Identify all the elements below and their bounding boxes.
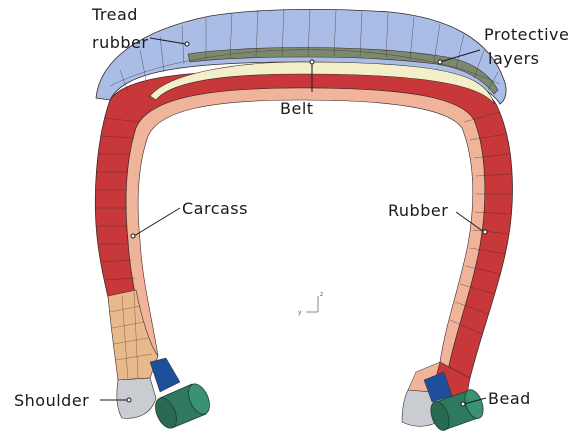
axis-indicator: z y [298, 291, 323, 316]
label-bead: Bead [488, 389, 531, 408]
left-shoulder-gray [117, 378, 156, 418]
left-bead-blue [150, 358, 180, 392]
label-shoulder: Shoulder [14, 391, 89, 410]
axis-horizontal-label: y [298, 309, 302, 316]
label-tread-line2: rubber [92, 33, 148, 52]
label-rubber: Rubber [388, 201, 448, 220]
label-protective-line1: Protective [484, 25, 569, 44]
inner-rubber-band [126, 88, 485, 370]
label-protective-line2: layers [488, 49, 539, 68]
label-belt: Belt [280, 99, 314, 118]
label-tread-line1: Tread [91, 5, 138, 24]
axis-vertical-label: z [320, 291, 323, 298]
label-carcass: Carcass [182, 199, 248, 218]
